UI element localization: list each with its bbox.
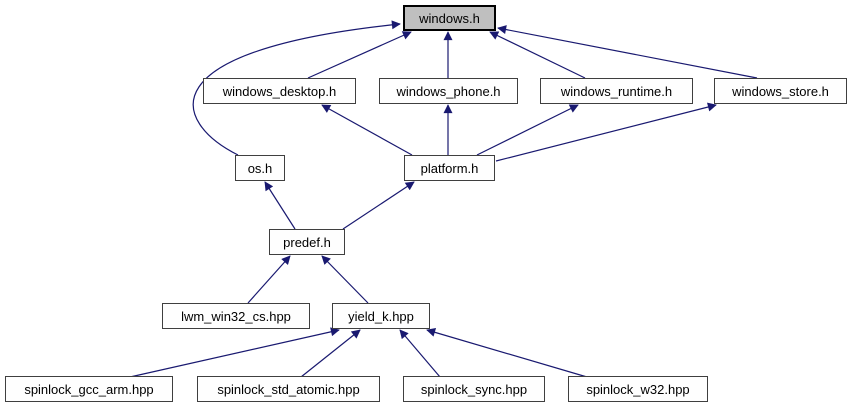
node-spinlock-std-atomic-hpp[interactable]: spinlock_std_atomic.hpp — [197, 376, 380, 402]
node-predef-h[interactable]: predef.h — [269, 229, 345, 255]
edge-platform-to-windows_desktop — [321, 104, 413, 156]
edge-windows_store-to-windows — [497, 25, 758, 79]
edge-platform-to-windows_runtime — [476, 104, 579, 156]
node-windows-phone-h[interactable]: windows_phone.h — [379, 78, 518, 104]
edge-spinlock_std_atomic-to-yield_k — [300, 329, 361, 378]
edge-windows_desktop-to-windows — [307, 31, 412, 79]
edge-predef-to-os — [264, 181, 296, 230]
edge-yield_k-to-predef — [321, 255, 369, 304]
node-windows-store-h[interactable]: windows_store.h — [714, 78, 847, 104]
node-spinlock-gcc-arm-hpp[interactable]: spinlock_gcc_arm.hpp — [5, 376, 173, 402]
edge-spinlock_gcc_arm-to-yield_k — [129, 327, 340, 378]
node-windows-h: windows.h — [403, 5, 496, 31]
edge-windows_runtime-to-windows — [489, 31, 586, 79]
node-platform-h[interactable]: platform.h — [404, 155, 495, 181]
edge-predef-to-platform — [342, 181, 415, 230]
node-os-h[interactable]: os.h — [235, 155, 285, 181]
node-windows-runtime-h[interactable]: windows_runtime.h — [540, 78, 693, 104]
node-spinlock-w32-hpp[interactable]: spinlock_w32.hpp — [568, 376, 708, 402]
edge-spinlock_w32-to-yield_k — [426, 327, 588, 378]
edge-spinlock_sync-to-yield_k — [399, 329, 441, 378]
node-windows-desktop-h[interactable]: windows_desktop.h — [203, 78, 356, 104]
node-yield-k-hpp[interactable]: yield_k.hpp — [332, 303, 430, 329]
edge-lwm_win32_cs-to-predef — [247, 255, 291, 304]
node-spinlock-sync-hpp[interactable]: spinlock_sync.hpp — [403, 376, 545, 402]
edge-platform-to-windows_store — [495, 102, 717, 162]
node-lwm-win32-cs-hpp[interactable]: lwm_win32_cs.hpp — [162, 303, 310, 329]
